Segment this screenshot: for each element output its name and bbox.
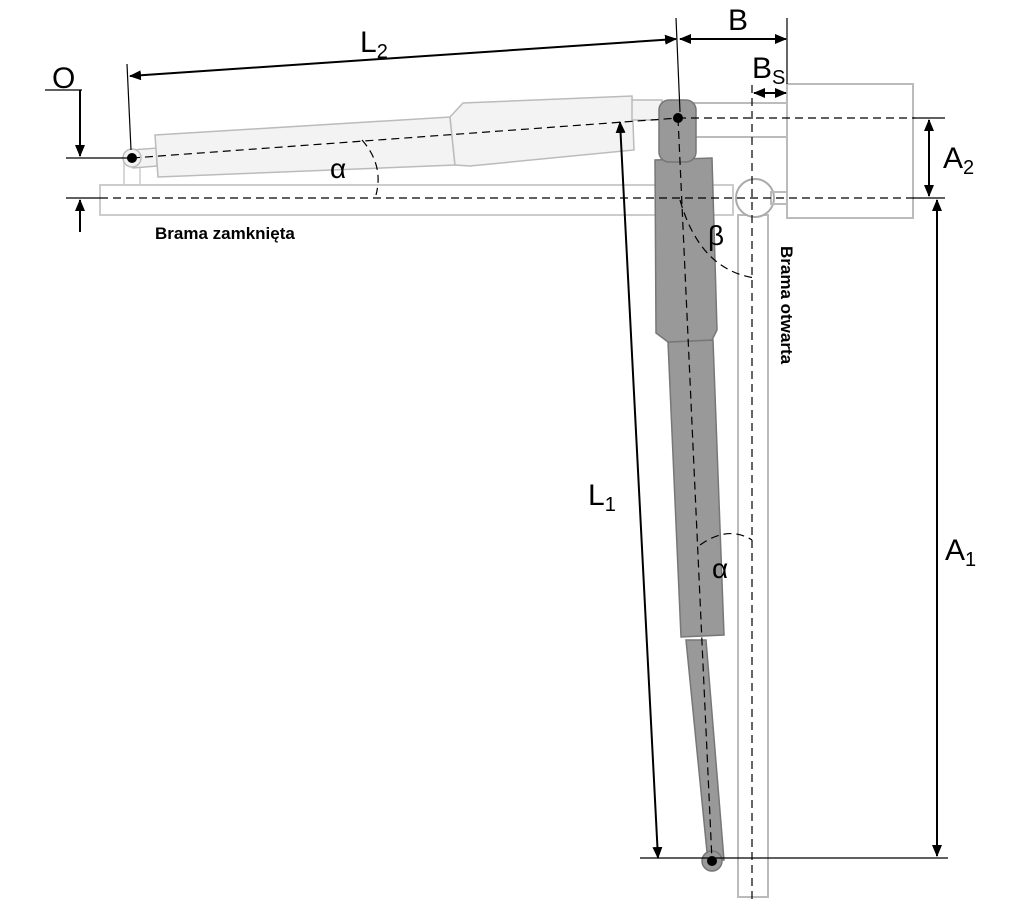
actuator-closed-position xyxy=(122,95,663,178)
label-Bs: BS xyxy=(752,52,785,89)
label-A2: A2 xyxy=(943,142,974,179)
label-gate-open: Brama otwarta xyxy=(777,246,796,365)
label-B: B xyxy=(728,4,748,37)
closed-gate-leaf xyxy=(99,184,734,216)
label-gate-closed: Brama zamknięta xyxy=(155,224,295,243)
label-alpha-closed: α xyxy=(330,153,346,184)
actuator-open-position xyxy=(654,99,725,872)
label-alpha-open: α xyxy=(712,553,728,584)
wall-block xyxy=(786,83,914,219)
open-gate-leaf xyxy=(737,214,769,898)
label-L2: L2 xyxy=(360,26,388,63)
label-A1: A1 xyxy=(945,534,976,571)
extension-lines xyxy=(45,17,948,859)
label-L1: L1 xyxy=(588,479,616,516)
dimension-lines xyxy=(75,34,942,859)
dimension-L2 xyxy=(129,34,677,81)
label-O: O xyxy=(52,62,75,95)
construction-lines xyxy=(100,85,915,900)
dimension-L1 xyxy=(615,121,663,859)
wall-bracket xyxy=(689,102,788,138)
label-beta: β xyxy=(708,220,724,251)
pivot-rear xyxy=(673,113,683,123)
